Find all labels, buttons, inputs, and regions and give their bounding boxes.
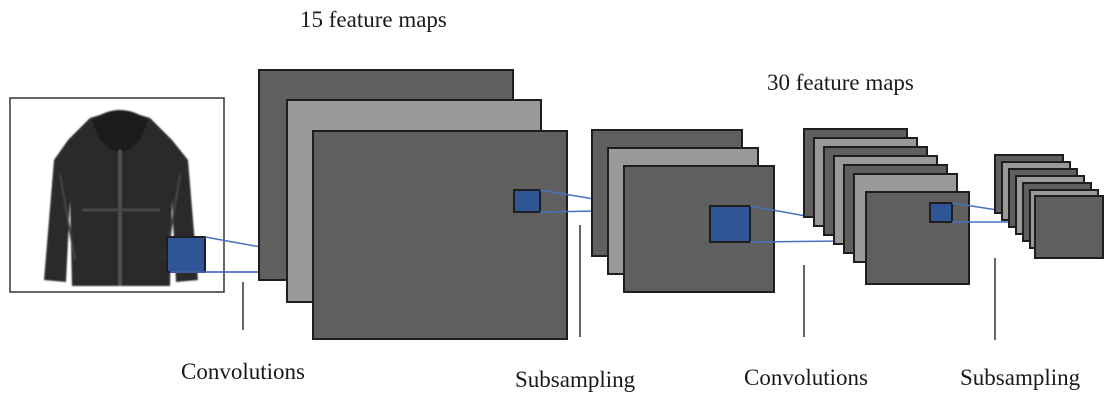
layer3-kernel — [929, 202, 953, 223]
input-kernel — [166, 236, 206, 273]
feature-maps-30 — [803, 128, 970, 285]
subsampled-maps-1 — [591, 129, 775, 293]
jacket-icon — [44, 110, 198, 286]
stage-separators — [242, 225, 996, 340]
label-subsampling-1: Subsampling — [515, 367, 636, 392]
feature-maps-15 — [258, 69, 568, 340]
input-image — [9, 97, 225, 293]
header-15-feature-maps: 15 feature maps — [300, 7, 447, 32]
layer1-kernel — [513, 189, 541, 213]
label-convolutions-1: Convolutions — [181, 359, 305, 384]
label-convolutions-2: Convolutions — [744, 365, 868, 390]
layer2-kernel — [709, 205, 751, 243]
subsampled-maps-2 — [994, 154, 1104, 259]
label-subsampling-2: Subsampling — [960, 365, 1081, 390]
header-30-feature-maps: 30 feature maps — [767, 70, 914, 95]
